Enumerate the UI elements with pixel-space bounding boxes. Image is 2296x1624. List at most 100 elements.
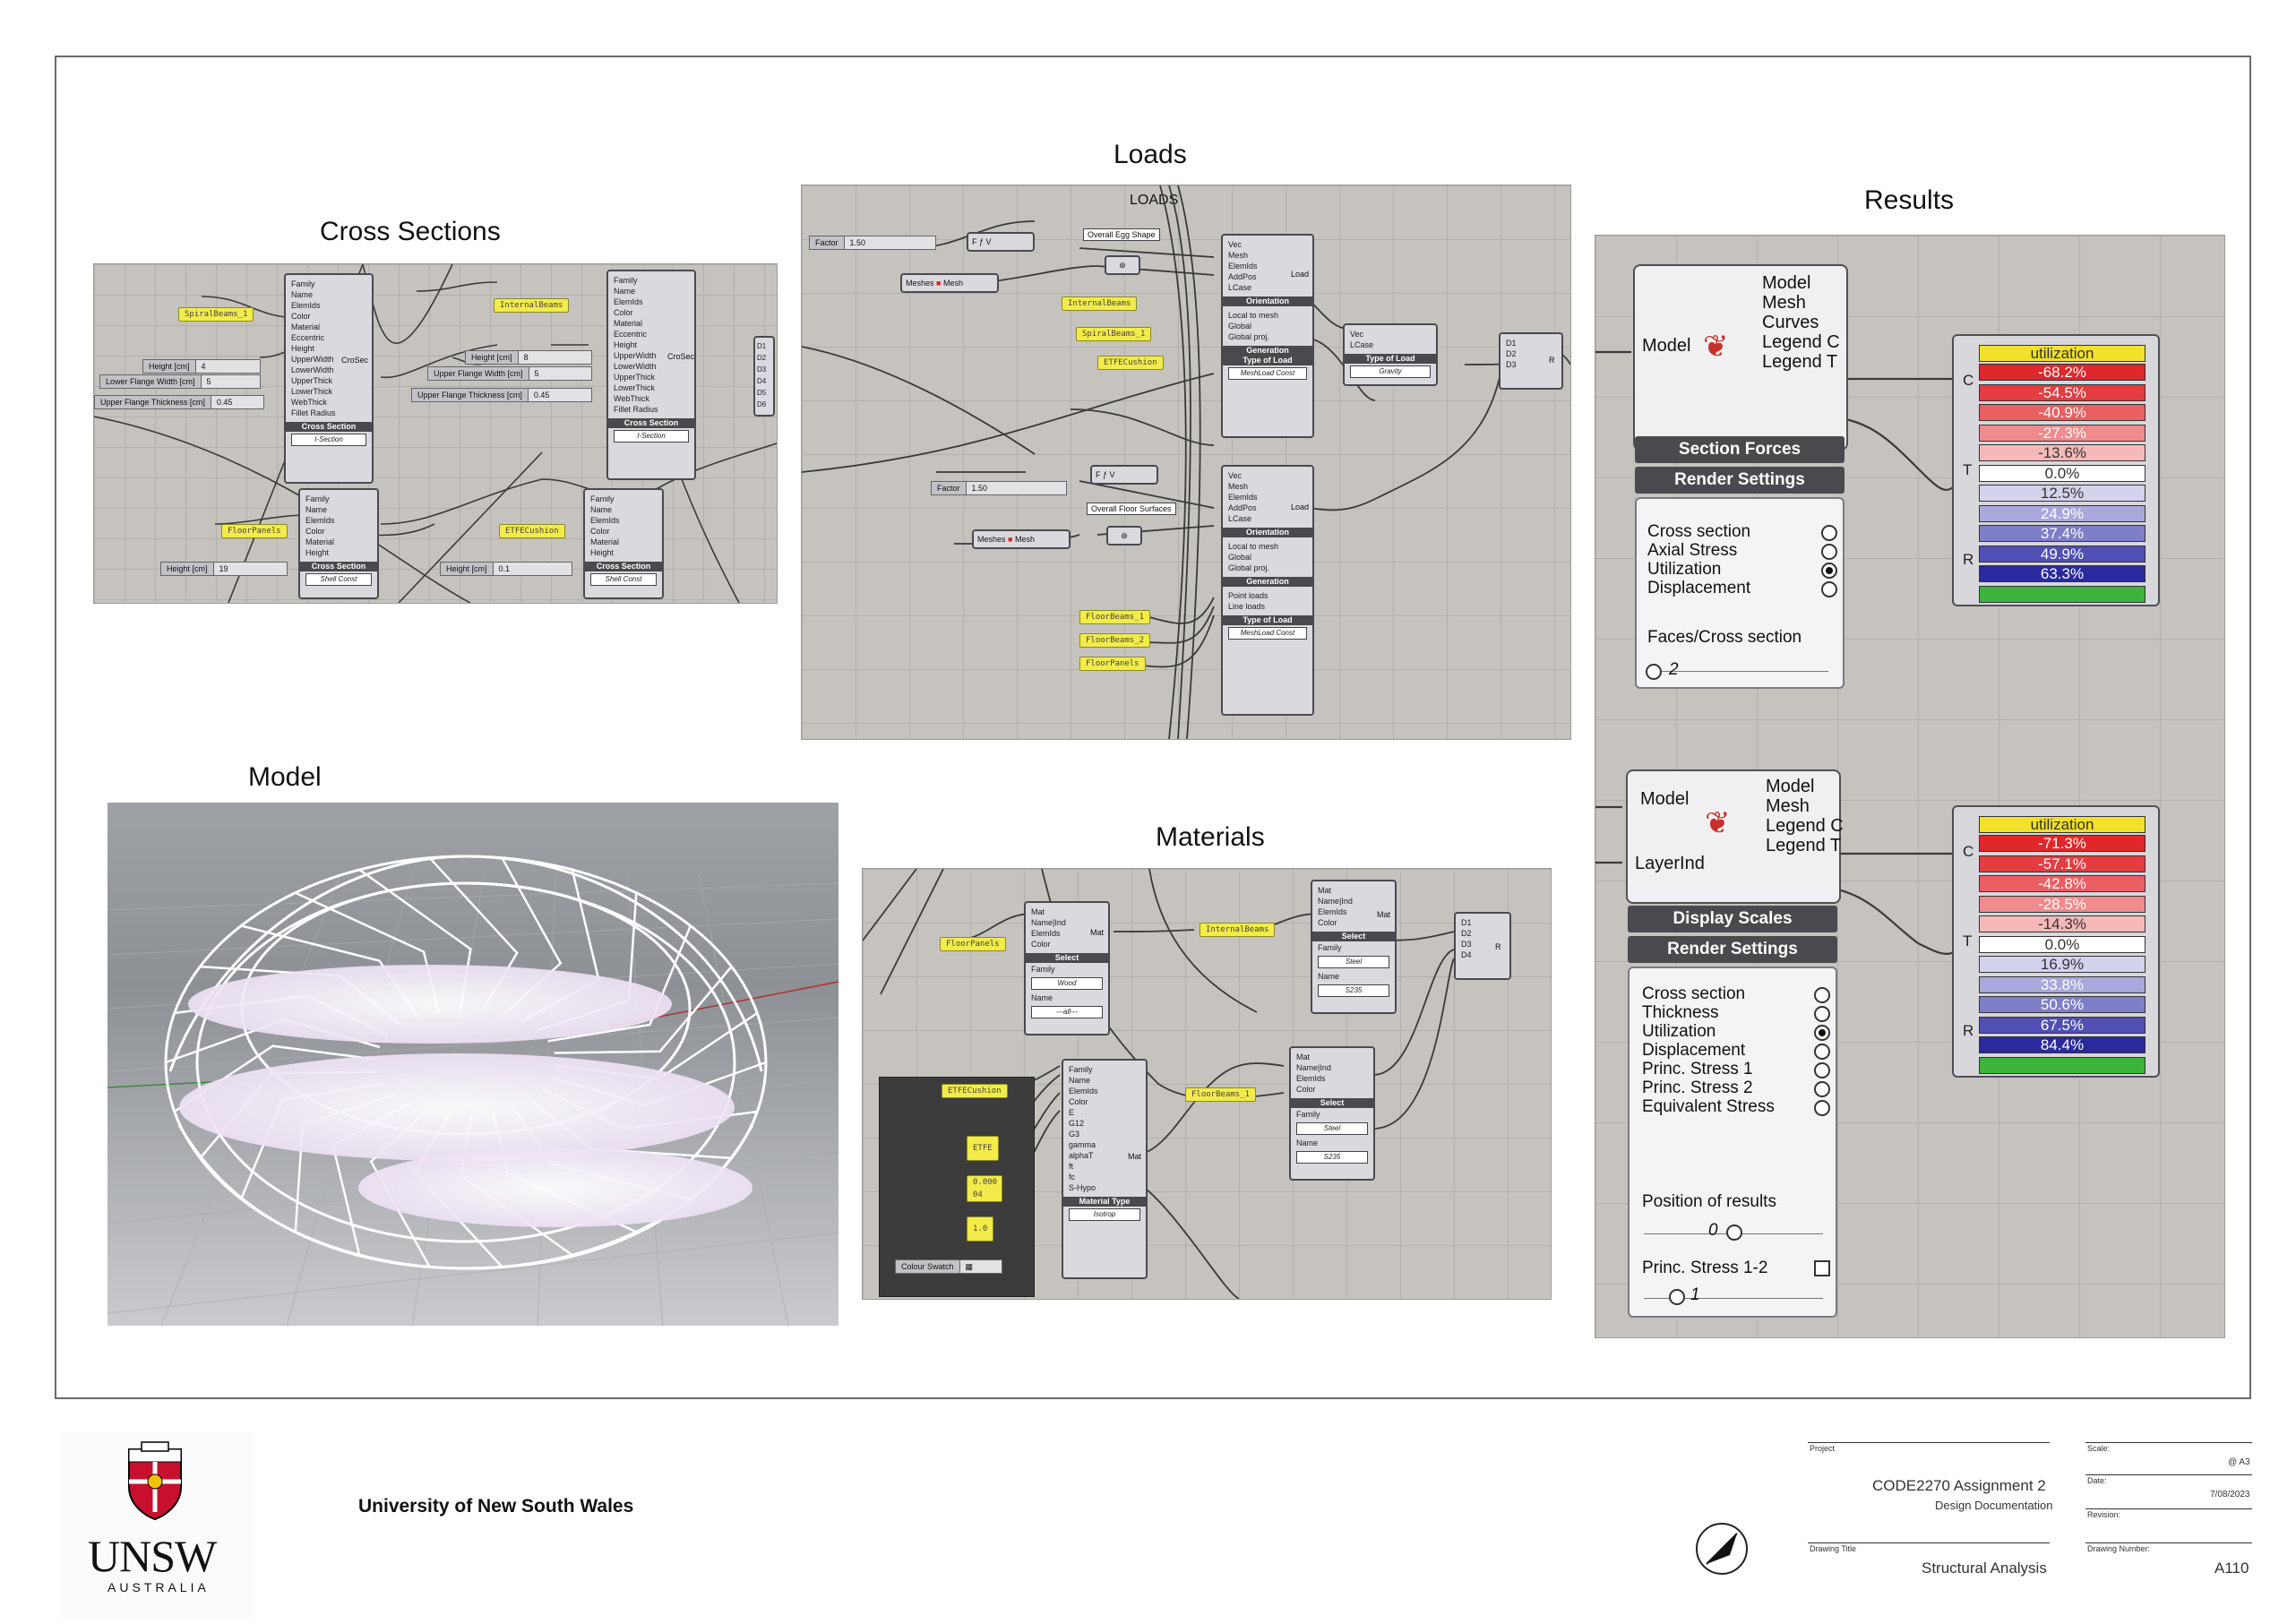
type-dropdown-1[interactable]: MeshLoad Const [1228,367,1307,380]
render-settings-bar-1[interactable]: Render Settings [1635,467,1845,494]
render2-option-radio-4[interactable] [1814,1062,1830,1078]
material-type-bar: Material Type [1063,1197,1146,1207]
panel-g-value[interactable]: 1.0 [967,1216,994,1242]
render1-option-radio-3[interactable] [1821,581,1837,597]
section-forces-component[interactable] [1633,264,1848,451]
princ-slider-grip[interactable] [1669,1289,1685,1305]
panel-floor-panels-loads[interactable]: FloorPanels [1079,657,1146,671]
family-dropdown-steel-1[interactable]: Steel [1318,956,1389,968]
panel-spiral-beams[interactable]: SpiralBeams_1 [178,307,254,322]
panel-floor-beams-mat[interactable]: FloorBeams_1 [1185,1087,1257,1102]
render2-option-radio-6[interactable] [1814,1100,1830,1116]
panel-spiral-beams-loads[interactable]: SpiralBeams_1 [1076,327,1152,341]
slider-height-3[interactable]: Height [cm]19 [160,562,288,576]
render2-option-radio-1[interactable] [1814,1006,1830,1022]
name-dropdown-all[interactable]: ---all--- [1031,1006,1103,1018]
panel-etfe-loads[interactable]: ETFECushion [1097,356,1164,370]
cs2-input-7: UpperWidth [614,351,657,360]
slider-upper-flange-width[interactable]: Upper Flange Width [cm]5 [427,366,592,381]
drawing-title: Structural Analysis [1922,1560,2047,1577]
render2-option-radio-5[interactable] [1814,1081,1830,1097]
gravity-dropdown[interactable]: Gravity [1350,365,1431,378]
panel-internal-beams[interactable]: InternalBeams [494,298,570,313]
meshes-component-2[interactable]: Meshes ■ Mesh [972,529,1071,549]
load-merge-output: R [1549,356,1555,365]
render2-option-radio-3[interactable] [1814,1044,1830,1060]
render1-option-radio-0[interactable] [1821,525,1837,541]
panel-etfe-mat[interactable]: ETFECushion [942,1084,1008,1098]
display-scales-bar[interactable]: Display Scales [1628,906,1837,932]
legend2-cell-5: 0.0% [1979,935,2146,953]
geometry-node-2[interactable]: ⊛ [1106,526,1142,546]
render1-option-radio-1[interactable] [1821,544,1837,560]
render-settings-bar-2[interactable]: Render Settings [1628,936,1837,963]
panel-floor-beams-2-loads[interactable]: FloorBeams_2 [1079,633,1151,648]
name-dropdown-s235-1[interactable]: S235 [1318,984,1389,997]
cross-section-dropdown-1[interactable]: I-Section [291,434,366,446]
position-slider-grip[interactable] [1726,1224,1742,1241]
geometry-node-1[interactable]: ⊛ [1105,255,1140,275]
legend1-cell-1: -54.5% [1979,383,2146,401]
tag-egg-shape: Overall Egg Shape [1083,228,1160,241]
results1-output-0: Model [1762,273,1811,293]
panel-internal-beams-mat[interactable]: InternalBeams [1200,923,1276,937]
render2-option-label-0: Cross section [1642,984,1746,1003]
family-dropdown-wood[interactable]: Wood [1031,977,1103,990]
material-type-dropdown[interactable]: Isotrop [1069,1208,1140,1221]
panel-e-value[interactable]: 0.000 04 [967,1175,1002,1202]
model-viewport[interactable] [107,803,838,1326]
type-dropdown-2[interactable]: MeshLoad Const [1228,627,1307,640]
faces-slider-grip[interactable] [1646,664,1662,680]
slider-height-1[interactable]: Height [cm]4 [142,359,261,374]
sel2-input-2: ElemIds [1318,907,1347,916]
vector-component-2[interactable]: F ƒ V [1090,465,1158,485]
panel-internal-beams-loads[interactable]: InternalBeams [1062,296,1138,311]
cross-section-dropdown-2[interactable]: I-Section [614,430,689,443]
princ-value: 1 [1690,1285,1700,1304]
shell-dropdown-1[interactable]: Shell Const [305,573,372,586]
meshes-component-1[interactable]: Meshes ■ Mesh [900,273,999,293]
slider-lower-flange-width[interactable]: Lower Flange Width [cm]5 [99,374,261,389]
shell-dropdown-2[interactable]: Shell Const [590,573,657,586]
name-dropdown-s235-2[interactable]: S235 [1296,1151,1368,1164]
slider-height-4[interactable]: Height [cm]0.1 [440,562,572,576]
slider-upper-flange-thickness-2[interactable]: Upper Flange Thickness [cm]0.45 [411,388,592,402]
render2-option-radio-2[interactable] [1814,1025,1830,1041]
faces-slider-track[interactable] [1649,671,1828,672]
family-dropdown-steel-2[interactable]: Steel [1296,1122,1368,1135]
render2-option-label-6: Equivalent Stress [1642,1097,1775,1116]
render1-option-radio-2[interactable] [1821,563,1837,579]
panel-floor-beams-1-loads[interactable]: FloorBeams_1 [1079,610,1151,624]
princ-slider-track[interactable] [1644,1298,1823,1299]
shell-view-component[interactable] [1626,769,1841,904]
panel-etfe-cushion[interactable]: ETFECushion [499,524,565,538]
panel-etfe-value[interactable]: ETFE [967,1136,999,1161]
sel2-input-3: Color [1318,918,1337,927]
load1-input-2: ElemIds [1228,262,1258,271]
panel-floor-panels-mat[interactable]: FloorPanels [940,937,1006,951]
princ-stress-12-checkbox[interactable] [1814,1260,1830,1276]
slider-upper-flange-thickness-1[interactable]: Upper Flange Thickness [cm]0.45 [94,395,264,409]
panel-floor-panels[interactable]: FloorPanels [221,524,288,538]
vector-component-1[interactable]: F ƒ V [967,232,1035,252]
render2-option-radio-0[interactable] [1814,987,1830,1003]
slider-height-2[interactable]: Height [cm]8 [465,350,592,365]
colour-swatch[interactable]: Colour Swatch▦ [895,1259,1002,1274]
